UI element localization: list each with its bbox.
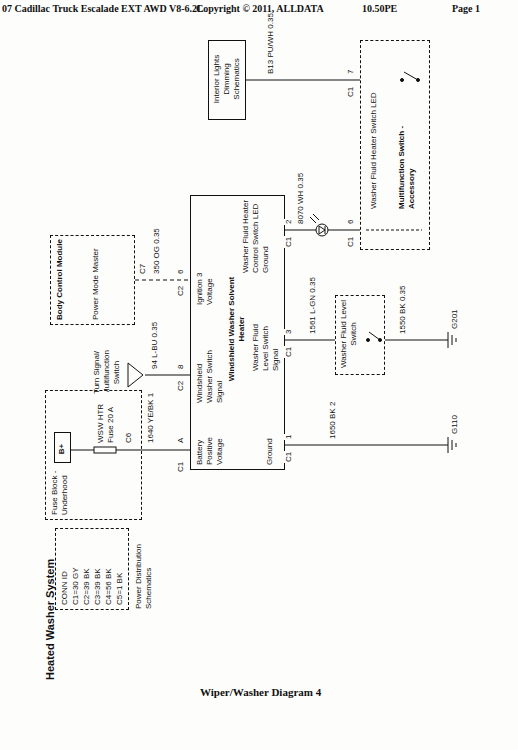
wire-label: 6 <box>176 269 186 275</box>
wire-label: 1640 YE/BK 1 <box>146 392 156 444</box>
wire-label: 3 <box>284 329 294 335</box>
wire-label: C7 <box>138 263 148 275</box>
wire <box>285 444 440 445</box>
battery-terminal: B+ <box>54 432 71 463</box>
wire-label: Power Distribution Schematics <box>134 524 154 610</box>
pin-function: Washer Fluid Level Switch Signal <box>251 305 281 371</box>
wire-label: 94 L-BU 0.35 <box>150 321 160 370</box>
wire-label: 350 OG 0.35 <box>152 227 162 275</box>
component-name: Washer Fluid Level Switch <box>339 298 359 370</box>
wire-label: C2 <box>176 285 186 297</box>
component-name: Windshield Washer Solvent Heater <box>227 269 247 389</box>
connector-triangle <box>128 363 143 387</box>
component-name: Multifunction Switch - Accessory <box>397 89 417 209</box>
rotated-schematic: Heated Washer SystemFuse Block - Underho… <box>30 30 490 720</box>
fuse-block: Fuse Block - UnderhoodB+ <box>45 390 142 520</box>
wire-label: C1 <box>346 236 356 248</box>
wire-label: 8 <box>176 364 186 370</box>
switch-symbol <box>366 72 422 230</box>
pin-function: C5=1 BK <box>115 531 125 605</box>
wire <box>385 339 440 340</box>
ground-symbol <box>440 332 456 348</box>
component-name: Fuse Block - Underhood <box>50 461 70 515</box>
pin-function: C4=56 BK <box>104 531 114 605</box>
wire-label: 7 <box>346 69 356 75</box>
pin-function: Windshield Washer Switch Signal <box>195 341 225 403</box>
wire <box>71 449 190 450</box>
wire-label: 1 <box>284 434 294 440</box>
wire <box>145 374 190 375</box>
wire-label: C1 <box>346 86 356 98</box>
switch-symbol <box>367 332 382 342</box>
component-name: Body Control Module <box>55 238 65 320</box>
wire-label: B13 PU/WH 0.35 <box>266 12 276 75</box>
component-name: G201 <box>450 297 460 329</box>
page-header: 10.50PE <box>362 3 397 14</box>
switch-assembly: Multifunction Switch - Accessory Washer F… <box>360 40 430 250</box>
wire-label: 1550 BK 0.35 <box>398 285 408 335</box>
ground-point: G110 <box>440 400 470 458</box>
pin-function: Ground <box>265 425 275 465</box>
page-header: Page 1 <box>452 3 480 14</box>
component-name: G110 <box>450 402 460 434</box>
wire-label: 2 <box>284 219 294 225</box>
ground-point: G201 <box>440 295 470 353</box>
wire-label: 1650 BK 2 <box>328 401 338 440</box>
connector-table: CONN IDC1=30 GYC2=39 BKC3=39 BKC4=56 BKC… <box>55 528 129 610</box>
schematic-reference: Interior Lights Dimming Schematics <box>208 40 246 120</box>
pin-function: C2=39 BK <box>82 531 92 605</box>
wire <box>246 79 360 80</box>
wire-label: C6 <box>124 432 134 444</box>
level-switch: Washer Fluid Level Switch <box>335 295 385 375</box>
wire-label: 8070 WH 0.35 <box>296 172 306 225</box>
wire-label: C1 <box>284 451 294 463</box>
wire-label: C1 <box>176 461 186 473</box>
wire-label: C1 <box>284 236 294 248</box>
wire-label: 1561 L-GN 0.35 <box>308 276 318 335</box>
wire <box>285 339 335 340</box>
diagram-caption: Wiper/Washer Diagram 4 <box>200 686 321 698</box>
pin-function: Power Mode Master <box>91 238 101 320</box>
heater-module: Windshield Washer Solvent HeaterBattery … <box>190 195 285 470</box>
wire-label: 6 <box>346 219 356 225</box>
component-name: CONN ID <box>60 531 70 605</box>
component-name: Interior Lights Dimming Schematics <box>212 42 242 116</box>
pin-function: C1=30 GY <box>71 531 81 605</box>
pin-function: Ignition 3 Voltage <box>195 251 215 305</box>
wire-label: A <box>176 437 186 444</box>
wire-label: WSW HTR Fuse 20 A <box>96 392 116 444</box>
pin-function: Battery Positive Voltage <box>195 415 225 465</box>
ground-symbol <box>440 437 456 453</box>
page-header: 07 Cadillac Truck Escalade EXT AWD V8-6.… <box>2 3 204 14</box>
fuse-symbol <box>94 447 116 453</box>
led-symbol <box>310 214 328 236</box>
control-module: Body Control Module Power Mode Master <box>50 235 135 325</box>
component-name: B+ <box>57 436 67 462</box>
wire-label: C2 <box>176 380 186 392</box>
pin-function: Washer Fluid Heater Switch LED <box>369 89 379 209</box>
page-header: Copyright © 2011, ALLDATA <box>196 3 324 14</box>
pin-function: Washer Fluid Heater Control Switch LED G… <box>241 197 271 273</box>
wire-label: C1 <box>284 346 294 358</box>
pin-function: C3=39 BK <box>93 531 103 605</box>
wire <box>135 279 190 280</box>
